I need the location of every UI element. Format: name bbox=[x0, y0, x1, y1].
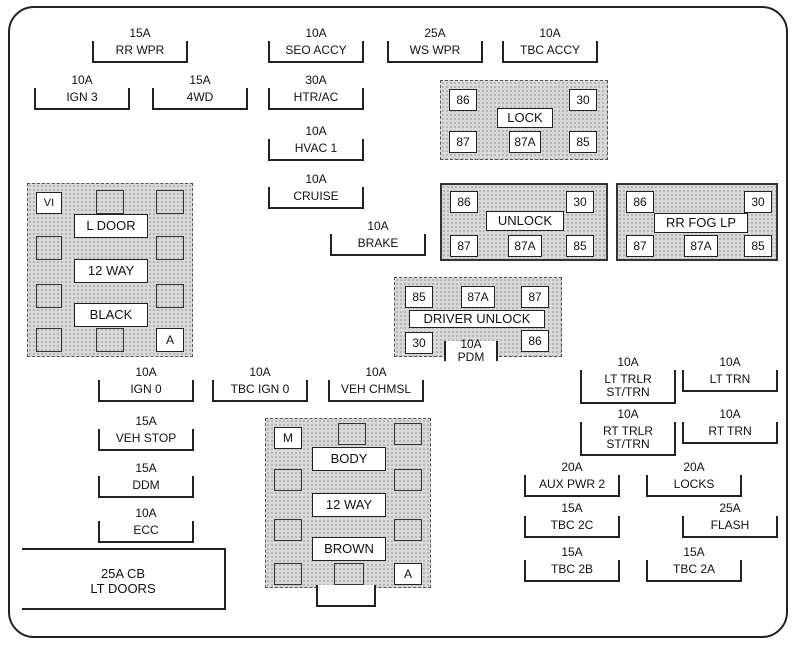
relay-pin: 30 bbox=[566, 191, 594, 213]
connector-label: L DOOR bbox=[74, 214, 148, 238]
relay-pin: 86 bbox=[626, 191, 654, 213]
connector-slot bbox=[394, 469, 422, 491]
connector-slot bbox=[36, 328, 62, 352]
connector-label: BROWN bbox=[312, 537, 386, 561]
connector-pin: VI bbox=[36, 192, 62, 214]
relay-lock: 86 30 87 87A 85 LOCK bbox=[440, 80, 608, 160]
relay-pin: 30 bbox=[569, 89, 597, 111]
fuse-panel-outline bbox=[8, 6, 788, 638]
cb-label-line1: 25A CB bbox=[100, 566, 146, 581]
cb-label-line2: LT DOORS bbox=[90, 581, 156, 596]
circuit-breaker-lt-doors: 25A CB LT DOORS bbox=[22, 548, 226, 610]
connector-body: M A BODY 12 WAY BROWN bbox=[265, 418, 431, 588]
connector-slot bbox=[334, 563, 364, 585]
connector-slot bbox=[338, 423, 366, 445]
relay-pin: 85 bbox=[744, 235, 772, 257]
relay-pin: 87A bbox=[461, 286, 495, 308]
connector-slot bbox=[36, 284, 62, 308]
connector-slot bbox=[36, 236, 62, 260]
connector-pin: M bbox=[274, 427, 302, 449]
relay-pin: 87 bbox=[450, 235, 478, 257]
relay-label: UNLOCK bbox=[486, 211, 564, 231]
connector-pin: A bbox=[394, 563, 422, 585]
connector-label: BODY bbox=[312, 447, 386, 471]
relay-pin: 87A bbox=[509, 131, 541, 153]
relay-pin: 86 bbox=[450, 191, 478, 213]
connector-slot bbox=[96, 328, 124, 352]
connector-label: BLACK bbox=[74, 303, 148, 327]
relay-label: RR FOG LP bbox=[654, 213, 748, 233]
connector-slot bbox=[274, 563, 302, 585]
relay-pin: 30 bbox=[405, 332, 433, 354]
fuse-pdm: 10A PDM bbox=[444, 338, 498, 364]
relay-pin: 87 bbox=[626, 235, 654, 257]
relay-pin: 85 bbox=[569, 131, 597, 153]
relay-pin: 86 bbox=[449, 89, 477, 111]
connector-slot bbox=[394, 519, 422, 541]
connector-l-door: VI A L DOOR 12 WAY BLACK bbox=[27, 183, 193, 357]
connector-slot bbox=[156, 190, 184, 214]
relay-label: LOCK bbox=[497, 108, 553, 128]
relay-pin: 30 bbox=[744, 191, 772, 213]
relay-unlock: 86 30 87 87A 85 UNLOCK bbox=[440, 183, 608, 261]
relay-pin: 85 bbox=[405, 286, 433, 308]
connector-label: 12 WAY bbox=[312, 493, 386, 517]
connector-slot bbox=[274, 519, 302, 541]
relay-rr-fog-lp: 86 30 87 87A 85 RR FOG LP bbox=[616, 183, 778, 261]
relay-pin: 86 bbox=[521, 330, 549, 352]
relay-label: DRIVER UNLOCK bbox=[409, 310, 545, 328]
connector-slot bbox=[274, 469, 302, 491]
connector-tab bbox=[316, 585, 376, 607]
connector-slot bbox=[96, 190, 124, 214]
relay-pin: 87A bbox=[508, 235, 542, 257]
relay-pin: 87A bbox=[684, 235, 718, 257]
connector-slot bbox=[394, 423, 422, 445]
relay-pin: 87 bbox=[449, 131, 477, 153]
connector-pin: A bbox=[156, 328, 184, 352]
relay-pin: 87 bbox=[521, 286, 549, 308]
connector-slot bbox=[156, 284, 184, 308]
connector-label: 12 WAY bbox=[74, 259, 148, 283]
connector-slot bbox=[156, 236, 184, 260]
relay-pin: 85 bbox=[566, 235, 594, 257]
